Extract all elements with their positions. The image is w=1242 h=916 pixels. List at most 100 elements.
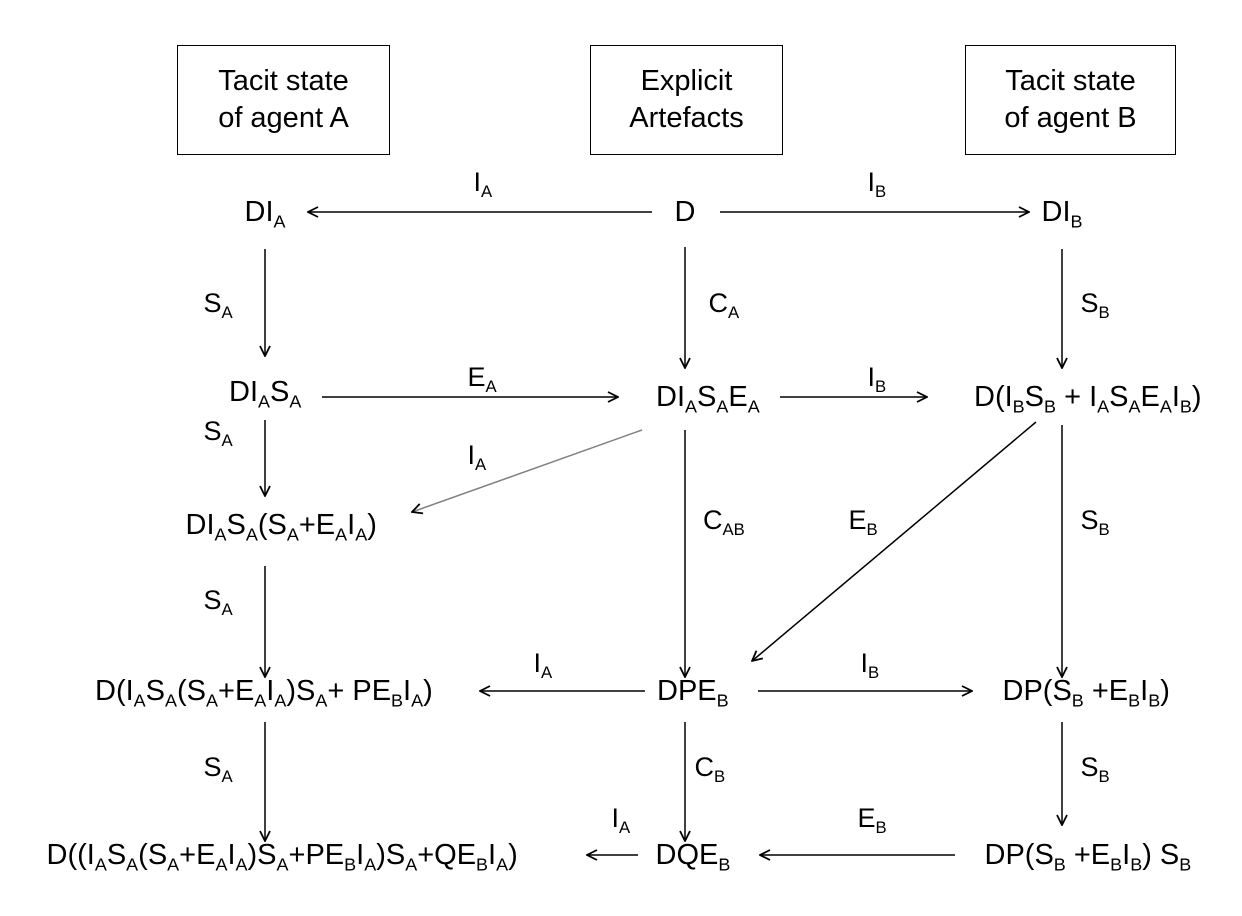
text-part: )	[1191, 380, 1202, 413]
arrow-dibsb-to-dpeb	[752, 421, 1037, 661]
label-ea: EA	[468, 363, 497, 394]
subscript: B	[1148, 689, 1161, 710]
text-part: I	[266, 674, 275, 707]
text-part: I	[227, 838, 236, 871]
text-part: C	[694, 751, 715, 782]
text-part: DI	[656, 380, 685, 413]
subscript: AB	[722, 519, 745, 539]
text-part: )	[423, 674, 433, 707]
text-part: I	[1122, 838, 1131, 871]
subscript: A	[541, 662, 553, 682]
subscript: A	[221, 430, 233, 450]
subscript: A	[405, 853, 418, 874]
label-ca: CA	[708, 287, 740, 320]
label-cb: CB	[694, 751, 726, 784]
text-part: I	[867, 166, 876, 197]
text-part: DP(S	[984, 838, 1054, 871]
subscript: B	[875, 376, 887, 396]
node-dp-sb-ebib-sb: DP(SB +EBIB) SB	[984, 838, 1192, 873]
text-part: S	[1024, 380, 1045, 413]
text-part: S	[270, 375, 290, 408]
node-dpeb: DPEB	[657, 674, 729, 709]
text-part: + I	[1056, 380, 1098, 413]
subscript: B	[1179, 853, 1192, 874]
header-tacit-agent-a-line2: of agent A	[218, 102, 349, 134]
label-sb-1: SB	[1080, 287, 1110, 320]
text-part: DI	[229, 375, 258, 408]
arrow-diasaea-to-diasa-sa	[412, 429, 643, 512]
subscript: B	[1012, 395, 1025, 416]
label-sa-2: SA	[204, 417, 233, 448]
subscript: A	[685, 395, 697, 416]
subscript: A	[214, 523, 227, 544]
label-eb-diag: EB	[849, 506, 878, 537]
text-part: )S	[286, 674, 316, 707]
text-part: I	[356, 838, 365, 871]
subscript: B	[875, 817, 887, 837]
header-explicit-artefacts-line2: Artefacts	[629, 102, 744, 134]
subscript: A	[747, 395, 760, 416]
text-part: I	[488, 838, 497, 871]
subscript: A	[126, 853, 139, 874]
subscript: A	[286, 523, 299, 544]
label-ib-row5: IB	[860, 647, 880, 680]
text-part: D(I	[95, 674, 134, 707]
subscript: B	[1128, 689, 1141, 710]
text-part: DQE	[655, 838, 719, 871]
text-part: DP(S	[1002, 674, 1072, 707]
subscript: A	[1159, 395, 1172, 416]
label-eb-bottom: EB	[858, 804, 887, 835]
node-d-longest-a: D((IASA(SA+EAIA)SA+PEBIA)SA+QEBIA)	[47, 838, 518, 873]
text-part: +E	[179, 838, 216, 871]
node-dib: DIB	[1042, 197, 1083, 230]
header-explicit-artefacts: Explicit Artefacts	[590, 45, 783, 155]
subscript: A	[273, 210, 286, 231]
label-sa-3: SA	[203, 584, 233, 617]
label-sa-4: SA	[204, 753, 233, 784]
subscript: B	[1053, 853, 1066, 874]
text-part: I	[867, 361, 876, 392]
subscript: A	[206, 689, 219, 710]
header-tacit-agent-a: Tacit state of agent A	[177, 45, 390, 155]
text-part: + PE	[327, 674, 392, 707]
text-part: S	[1080, 751, 1099, 782]
label-ia-bottom: IA	[612, 804, 631, 835]
subscript: A	[221, 766, 233, 786]
subscript: A	[215, 853, 228, 874]
text-part: I	[860, 647, 869, 678]
label-ia-row5: IA	[533, 647, 553, 680]
text-part: I	[533, 647, 542, 678]
subscript: A	[221, 302, 233, 322]
text-part: C	[708, 287, 729, 318]
text-part: DPE	[657, 674, 717, 707]
text-part: S	[203, 584, 222, 615]
subscript: B	[718, 853, 731, 874]
subscript: B	[1098, 302, 1110, 322]
subscript: A	[221, 599, 233, 619]
text-part: DI	[244, 195, 274, 228]
text-part: I	[347, 508, 356, 541]
text-part: I	[1140, 674, 1149, 707]
subscript: A	[335, 523, 348, 544]
text-part: S	[1080, 287, 1099, 318]
text-part: )S	[247, 838, 277, 871]
subscript: B	[1071, 689, 1084, 710]
label-sb-2: SB	[1081, 506, 1110, 537]
text-part: I	[473, 166, 482, 197]
subscript: A	[289, 390, 302, 411]
node-dqeb: DQEB	[655, 838, 731, 873]
text-part: ) S	[1142, 838, 1180, 871]
node-dia: DIA	[244, 195, 286, 230]
subscript: B	[1130, 853, 1143, 874]
subscript: A	[619, 817, 631, 837]
text-part: DI	[185, 508, 215, 541]
text-part: +E	[1083, 674, 1129, 707]
text-part: I	[467, 439, 476, 470]
subscript: B	[1098, 766, 1110, 786]
subscript: B	[1110, 853, 1123, 874]
subscript: A	[165, 689, 178, 710]
text-part: (S	[257, 508, 287, 541]
text-part: )	[508, 838, 518, 871]
label-ib-mid: IB	[867, 361, 887, 394]
